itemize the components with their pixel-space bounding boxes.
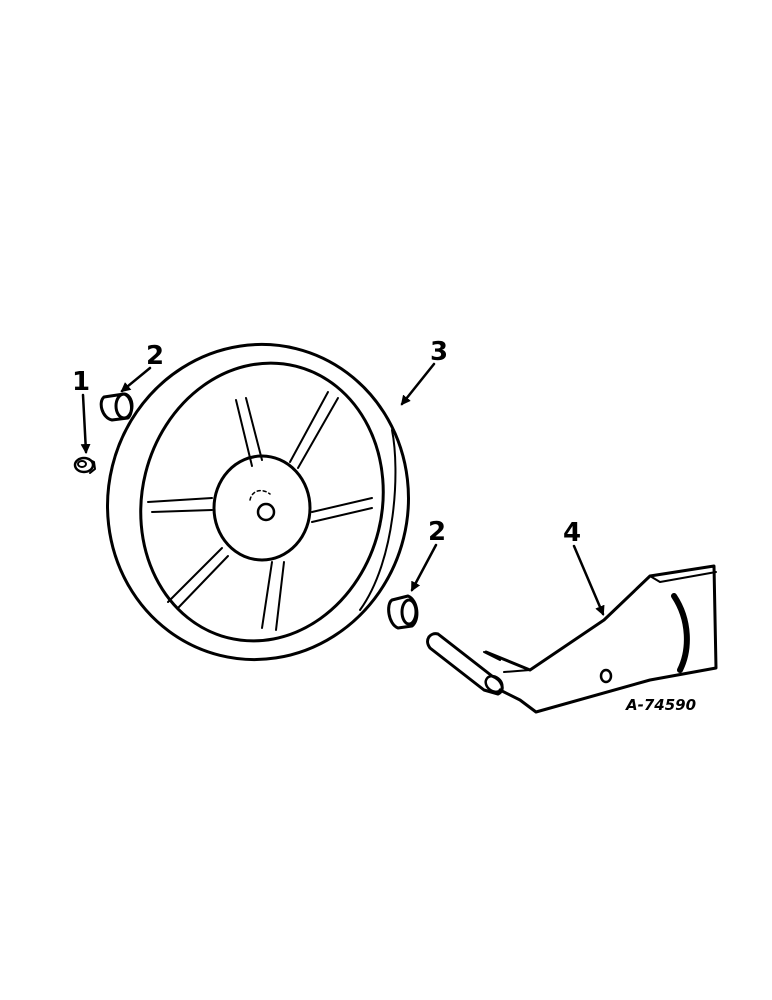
bushing-left-part xyxy=(99,392,134,422)
callout-2-right: 2 xyxy=(428,517,446,547)
callout-1: 1 xyxy=(72,367,90,397)
leader-2-left xyxy=(120,366,152,393)
callout-2-left: 2 xyxy=(146,341,164,371)
leader-2-right xyxy=(410,543,438,592)
wheel-part xyxy=(106,342,410,662)
leader-1 xyxy=(80,393,91,454)
leader-3 xyxy=(400,362,436,406)
leader-4 xyxy=(572,544,605,616)
callout-4: 4 xyxy=(563,518,581,548)
callout-3: 3 xyxy=(430,337,448,367)
nut-part xyxy=(73,456,96,474)
arm-part xyxy=(426,564,718,714)
drawing-id: A-74590 xyxy=(625,696,696,714)
bushing-right-part xyxy=(387,594,419,630)
